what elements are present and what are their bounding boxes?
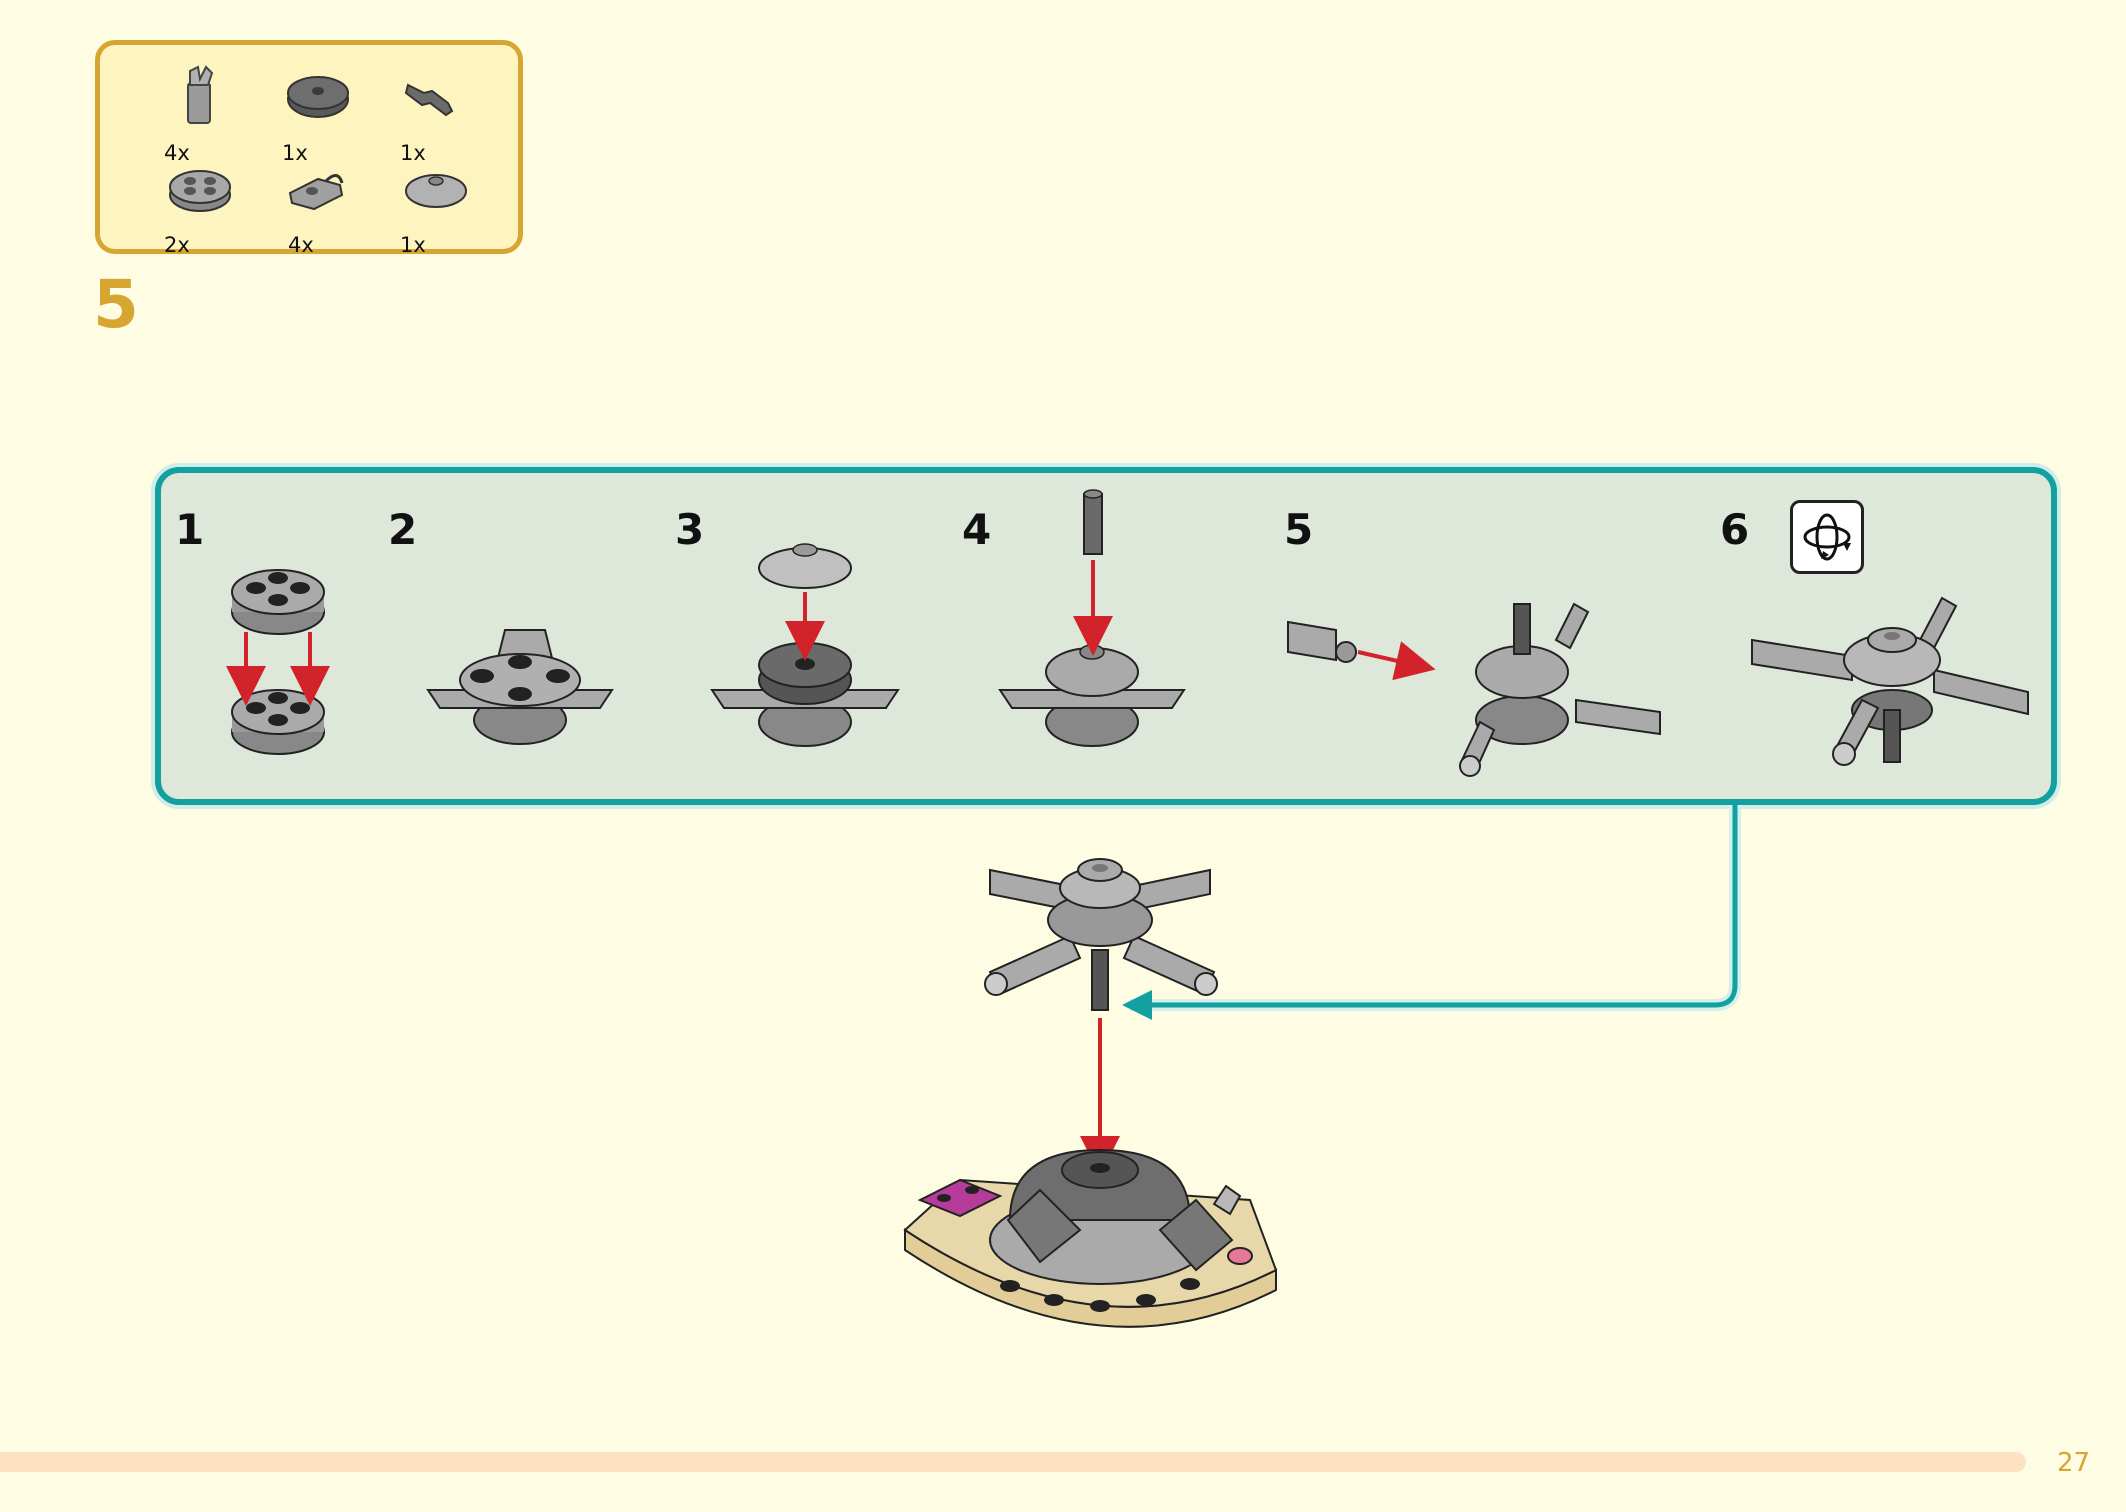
teal-connector-arrow: [1122, 805, 1741, 1020]
round-plate-icon: [169, 170, 231, 212]
sub-step-number-3: 3: [675, 505, 705, 554]
sub-step-6-illustration: [1751, 596, 2029, 766]
sub-step-number-1: 1: [175, 505, 205, 554]
parts-qty: 4x: [288, 233, 314, 257]
sub-step-5-illustration: [1287, 602, 1661, 777]
parts-qty: 4x: [164, 141, 190, 165]
page-number: 27: [2057, 1448, 2091, 1478]
parts-item-clip-bar: 4x: [160, 63, 250, 165]
parts-item-dish: 1x: [396, 155, 486, 257]
parts-item-round-tile: 1x: [278, 63, 368, 165]
sub-step-3-illustration: [710, 543, 900, 747]
rotate-icon: [1790, 500, 1864, 574]
parts-qty: 1x: [400, 141, 426, 165]
sub-step-number-5: 5: [1284, 505, 1314, 554]
clip-plate-icon: [288, 174, 344, 211]
pin-icon: [404, 83, 454, 117]
round-tile-icon: [287, 76, 349, 118]
parts-item-round-plate: 2x: [160, 155, 250, 257]
sub-step-number-6: 6: [1720, 505, 1750, 554]
sub-step-number-2: 2: [388, 505, 418, 554]
parts-item-pin: 1x: [396, 63, 486, 165]
parts-qty: 1x: [282, 141, 308, 165]
sub-step-1-illustration: [226, 569, 330, 755]
dish-icon: [405, 174, 467, 208]
sub-step-number-4: 4: [962, 505, 992, 554]
sub-assembly-panel: [155, 467, 2057, 805]
parts-list-box: 4x 1x 1x 2x 4x: [95, 40, 523, 257]
sub-step-4-illustration: [998, 489, 1186, 747]
clip-bar-icon: [187, 65, 214, 124]
main-spinner-illustration: [984, 858, 1218, 1176]
sub-step-2-illustration: [426, 629, 614, 745]
step-number: 5: [93, 266, 139, 343]
footer-progress-bar: [0, 1452, 2026, 1472]
parts-qty: 1x: [400, 233, 426, 257]
main-base-illustration: [903, 1148, 1278, 1328]
parts-item-clip-plate: 4x: [278, 155, 368, 257]
parts-qty: 2x: [164, 233, 190, 257]
